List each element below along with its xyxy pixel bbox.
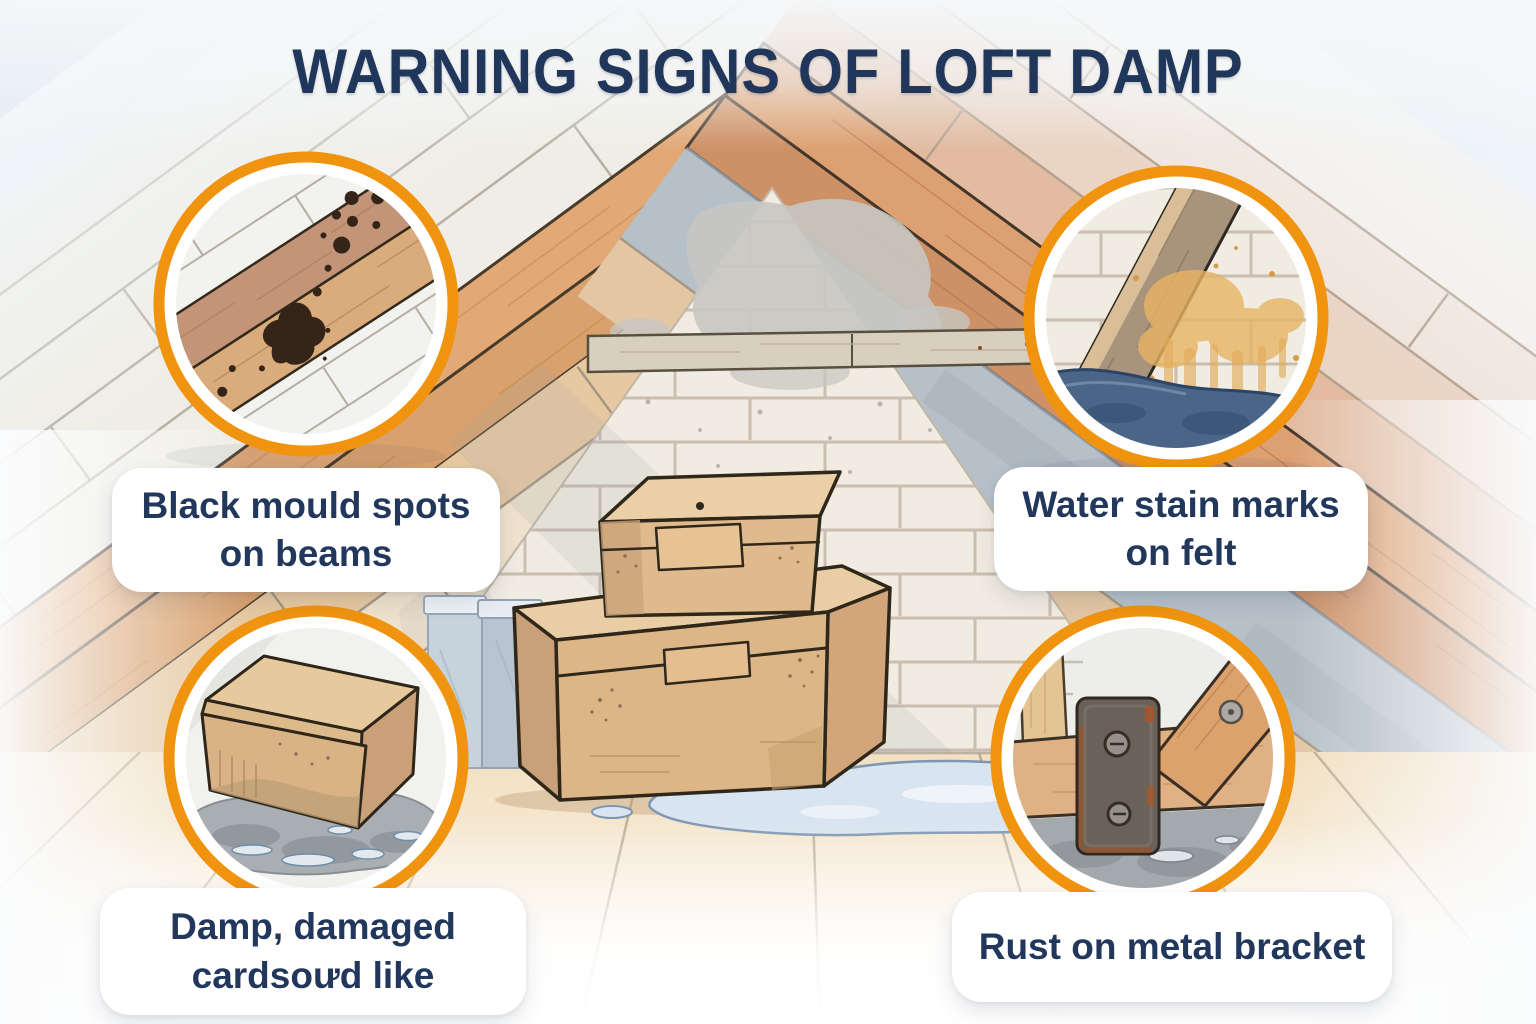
box-handle-flap bbox=[654, 522, 745, 572]
label-water-stain-marks: Water stain marks on felt bbox=[994, 467, 1368, 591]
box-handle-flap bbox=[662, 640, 752, 686]
label-damp-cardboard: Damp, damaged cardsoưd like bbox=[100, 888, 526, 1015]
cardboard-box-small bbox=[598, 470, 842, 618]
callout-circle-damp-cardboard bbox=[163, 605, 469, 911]
callout-circle-rust-bracket bbox=[990, 605, 1296, 911]
water-stain-blob bbox=[1138, 270, 1304, 368]
callout-circle-black-mould bbox=[153, 151, 459, 470]
damp-cardboard-box bbox=[200, 654, 420, 830]
wall-speckles bbox=[645, 393, 978, 474]
callout-circle-water-stain bbox=[1023, 165, 1329, 484]
callout-ring bbox=[153, 151, 459, 457]
wet-floor-patch bbox=[184, 791, 445, 876]
label-black-mould-spots: Black mould spots on beams bbox=[112, 468, 500, 592]
label-rust-on-bracket: Rust on metal bracket bbox=[952, 892, 1392, 1002]
callout-ring bbox=[1023, 165, 1329, 471]
rusty-metal-bracket bbox=[1075, 696, 1161, 856]
